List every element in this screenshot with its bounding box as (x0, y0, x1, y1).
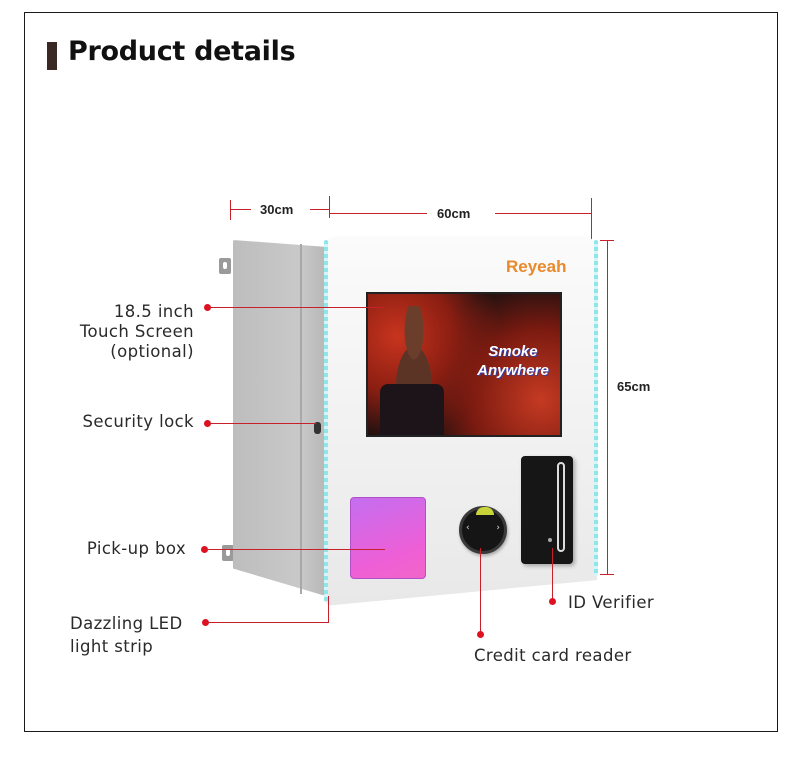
callout-line-touch-screen (208, 307, 384, 308)
id-card-slot (557, 462, 565, 552)
touch-screen: Smoke Anywhere (366, 292, 562, 437)
callout-dot-pickup-box (201, 546, 208, 553)
dimension-depth: 30cm (260, 202, 294, 217)
id-verifier-device (521, 456, 573, 564)
callout-dot-touch-screen (204, 304, 211, 311)
security-lock-icon (314, 422, 321, 434)
callout-touch-screen-line-2: Touch Screen (79, 322, 194, 341)
id-indicator-light (548, 538, 552, 542)
dimension-width: 60cm (437, 206, 471, 221)
screen-slogan: Smoke Anywhere (468, 342, 558, 380)
mount-bracket-bottom (222, 545, 234, 561)
callout-id-verifier: ID Verifier (568, 593, 655, 612)
callout-led-strip-line-2: light strip (70, 637, 154, 656)
callout-credit-card-reader: Credit card reader (474, 646, 632, 665)
mount-bracket-top (219, 258, 231, 274)
chevron-right-icon: › (496, 523, 500, 533)
callout-security-lock: Security lock (82, 412, 194, 431)
callout-led-strip-line-1: Dazzling LED (70, 614, 183, 633)
dim-line-depth-right (310, 209, 329, 210)
callout-touch-screen-line-3: (optional) (110, 342, 194, 361)
led-strip-right (594, 240, 598, 576)
pickup-box (350, 497, 426, 579)
page-title: Product details (68, 36, 296, 67)
brand-logo: Reyeah (506, 257, 567, 276)
content-frame (24, 12, 778, 732)
machine-side-panel (233, 240, 329, 597)
callout-line-led-strip (206, 622, 328, 623)
callout-line-pickup-box (205, 549, 385, 550)
dimension-height: 65cm (617, 379, 651, 394)
title-accent-bar (47, 42, 57, 70)
chevron-left-icon: ‹ (466, 523, 470, 533)
callout-dot-id-verifier (549, 598, 556, 605)
dim-tick-middle (329, 196, 330, 218)
callout-pickup-box: Pick-up box (86, 539, 186, 558)
callout-line-credit-card (480, 548, 481, 632)
dim-line-width-left (330, 213, 427, 214)
dim-tick-right (591, 198, 592, 240)
callout-dot-led-strip (202, 619, 209, 626)
slogan-line-2: Anywhere (477, 362, 549, 379)
screen-model-dress (380, 384, 444, 435)
dim-height-tick-bottom (600, 574, 614, 575)
credit-card-reader-icon: ‹ › (459, 506, 507, 554)
led-strip-left (324, 240, 328, 602)
callout-led-strip: Dazzling LED light strip (70, 614, 183, 657)
slogan-line-1: Smoke (488, 343, 538, 360)
callout-line-security-lock (208, 423, 316, 424)
dim-tick-left (230, 200, 231, 220)
callout-dot-security-lock (204, 420, 211, 427)
callout-line-id-verifier (552, 548, 553, 600)
callout-touch-screen-line-1: 18.5 inch (113, 302, 194, 321)
callout-touch-screen: 18.5 inch Touch Screen (optional) (50, 302, 194, 362)
dim-line-width-right (495, 213, 591, 214)
callout-dot-credit-card (477, 631, 484, 638)
side-panel-edge (300, 244, 302, 594)
dim-height-line (607, 240, 608, 574)
callout-line-led-strip-vertical (328, 596, 329, 623)
dim-line-depth-left (231, 209, 251, 210)
